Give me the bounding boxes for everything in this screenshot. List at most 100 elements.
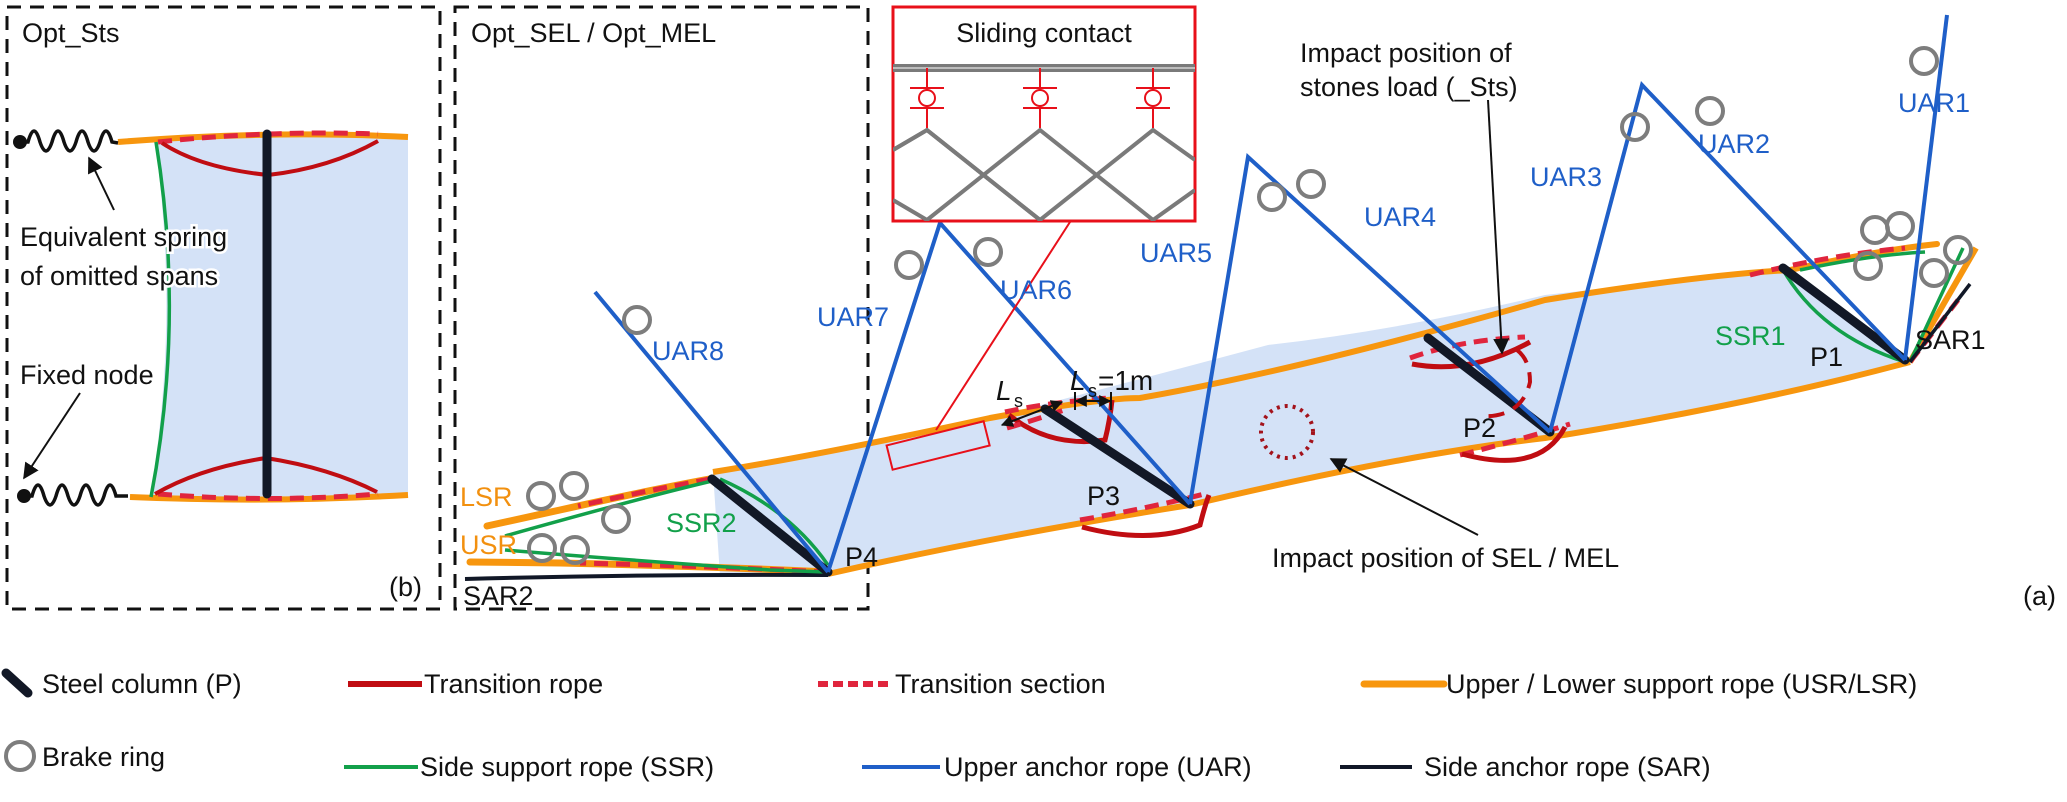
label-p4: P4 [845,542,878,572]
brake-ring-icon [1853,251,1883,281]
svg-text:L: L [996,375,1012,406]
sel-mel-arrow-icon [1329,458,1479,536]
lower-support-rope [827,359,1911,577]
svg-text:L: L [1070,365,1086,396]
svg-text:Upper anchor rope (UAR): Upper anchor rope (UAR) [944,752,1252,782]
annotation-sel-mel: Impact position of SEL / MEL [1272,543,1619,573]
brake-ring-icon [1296,169,1326,199]
label-p3: P3 [1087,481,1120,511]
brake-ring-icon [1257,182,1287,212]
transition-rope-p3-bottom [1081,494,1212,538]
brake-ring-icon [1620,112,1650,142]
legend: Steel column (P) Transition rope Transit… [1,668,1917,782]
svg-text:Steel column (P): Steel column (P) [42,669,242,699]
svg-text:Equivalent spring: Equivalent spring [20,222,227,252]
brake-ring-icon [4,740,36,772]
transition-section-p2-bottom [1459,421,1571,458]
label-uar8: UAR8 [652,336,724,366]
ssr2-upper [504,479,713,538]
label-lsr: LSR [460,482,513,512]
steel-column-p1 [1778,263,1910,365]
svg-text:s: s [1088,381,1097,401]
brake-ring-icon [601,504,631,534]
brake-ring-icon [622,305,652,335]
side-support-rope-b [149,141,172,498]
uar8-rope [593,290,830,574]
brake-ring-icon [560,535,590,565]
inset-leader-line [935,221,1071,431]
ls-dimension-left [1000,400,1064,427]
inset-title: Sliding contact [956,18,1132,48]
panel-opt-sel-mel-title: Opt_SEL / Opt_MEL [471,18,716,48]
uar5-uar4-rope [1188,153,1552,505]
annotation-stones-line1: Impact position of [1300,38,1512,68]
sliding-contact-marker [885,420,991,471]
spring-bottom-icon [24,483,128,507]
svg-text:Transition rope: Transition rope [424,669,603,699]
brake-ring-icon [1885,211,1915,241]
brake-ring-icon [894,250,924,280]
brake-ring-icon [1919,258,1949,288]
spring-arrow-icon [88,156,115,211]
label-uar3: UAR3 [1530,162,1602,192]
stones-arrow-icon [1487,99,1510,355]
svg-text:s: s [1014,391,1023,411]
legend-item-steel-column: Steel column (P) [1,668,242,699]
inset-mesh [893,127,1195,221]
brake-ring-icon [1943,235,1973,265]
inset-frame [891,5,1197,223]
svg-text:Brake ring: Brake ring [42,742,165,772]
label-ssr1: SSR1 [1715,321,1786,351]
transition-rope-p2-top [1411,339,1532,370]
svg-text:=1m: =1m [1098,365,1153,396]
legend-item-side-anchor-rope: Side anchor rope (SAR) [1340,752,1711,782]
fixed-node-label: Fixed node [20,360,154,390]
rope-labels: UAR1 UAR2 UAR3 UAR4 UAR5 UAR6 UAR7 UAR8 … [460,38,2056,611]
main-net [464,14,1979,581]
ssr1-curve [1780,267,1906,364]
brake-ring-icon [559,471,589,501]
spring-top-icon [20,129,119,153]
fixed-node-top-icon [13,135,27,149]
inset-sliding-contact: Sliding contact [891,5,1197,223]
sar1-rope [1908,282,1972,364]
fixed-node-arrow-icon [23,392,81,480]
steel-column-p4 [707,474,833,577]
steel-column-p3 [1040,404,1195,509]
panel-opt-sel-mel: Opt_SEL / Opt_MEL [453,5,870,611]
legend-item-side-support-rope: Side support rope (SSR) [344,752,714,782]
legend-item-upper-anchor-rope: Upper anchor rope (UAR) [862,752,1252,782]
label-uar6: UAR6 [1000,275,1072,305]
lsr-transition-section [577,476,711,509]
uar7-uar6-rope [826,219,1192,573]
panel-opt-sel-mel-border [453,5,870,611]
uar1-rope [1903,14,1949,361]
legend-item-transition-section: Transition section [818,669,1106,699]
impact-sel-mel-icon [1259,404,1315,460]
transition-section-p2-top [1409,334,1526,361]
label-uar4: UAR4 [1364,202,1436,232]
spring-label: Equivalent spring of omitted spans [18,220,230,294]
impact-sts-icon [1479,348,1533,419]
label-uar1: UAR1 [1898,88,1970,118]
transition-rope-p2-bottom [1461,425,1568,463]
label-sar1: SAR1 [1915,325,1986,355]
brake-ring-icon [1860,215,1890,245]
brake-ring-icon [1909,46,1939,76]
sliding-connectors [910,68,1170,128]
usr-right-transition [1749,245,1906,278]
svg-text:Side support rope (SSR): Side support rope (SSR) [420,752,714,782]
brake-ring-icon [973,237,1003,267]
ssr1-lower [1908,247,1965,363]
label-ls-left: L s [996,375,1023,411]
label-ssr2: SSR2 [666,508,737,538]
label-p1: P1 [1810,342,1843,372]
steel-column-p2 [1423,333,1555,437]
label-uar2: UAR2 [1698,129,1770,159]
panel-opt-sts: Opt_Sts Equivalent spring of omitted spa… [5,5,442,611]
panel-opt-sts-title: Opt_Sts [22,18,120,48]
svg-text:of omitted spans: of omitted spans [20,261,218,291]
annotation-stones-line2: stones load (_Sts) [1300,72,1518,102]
